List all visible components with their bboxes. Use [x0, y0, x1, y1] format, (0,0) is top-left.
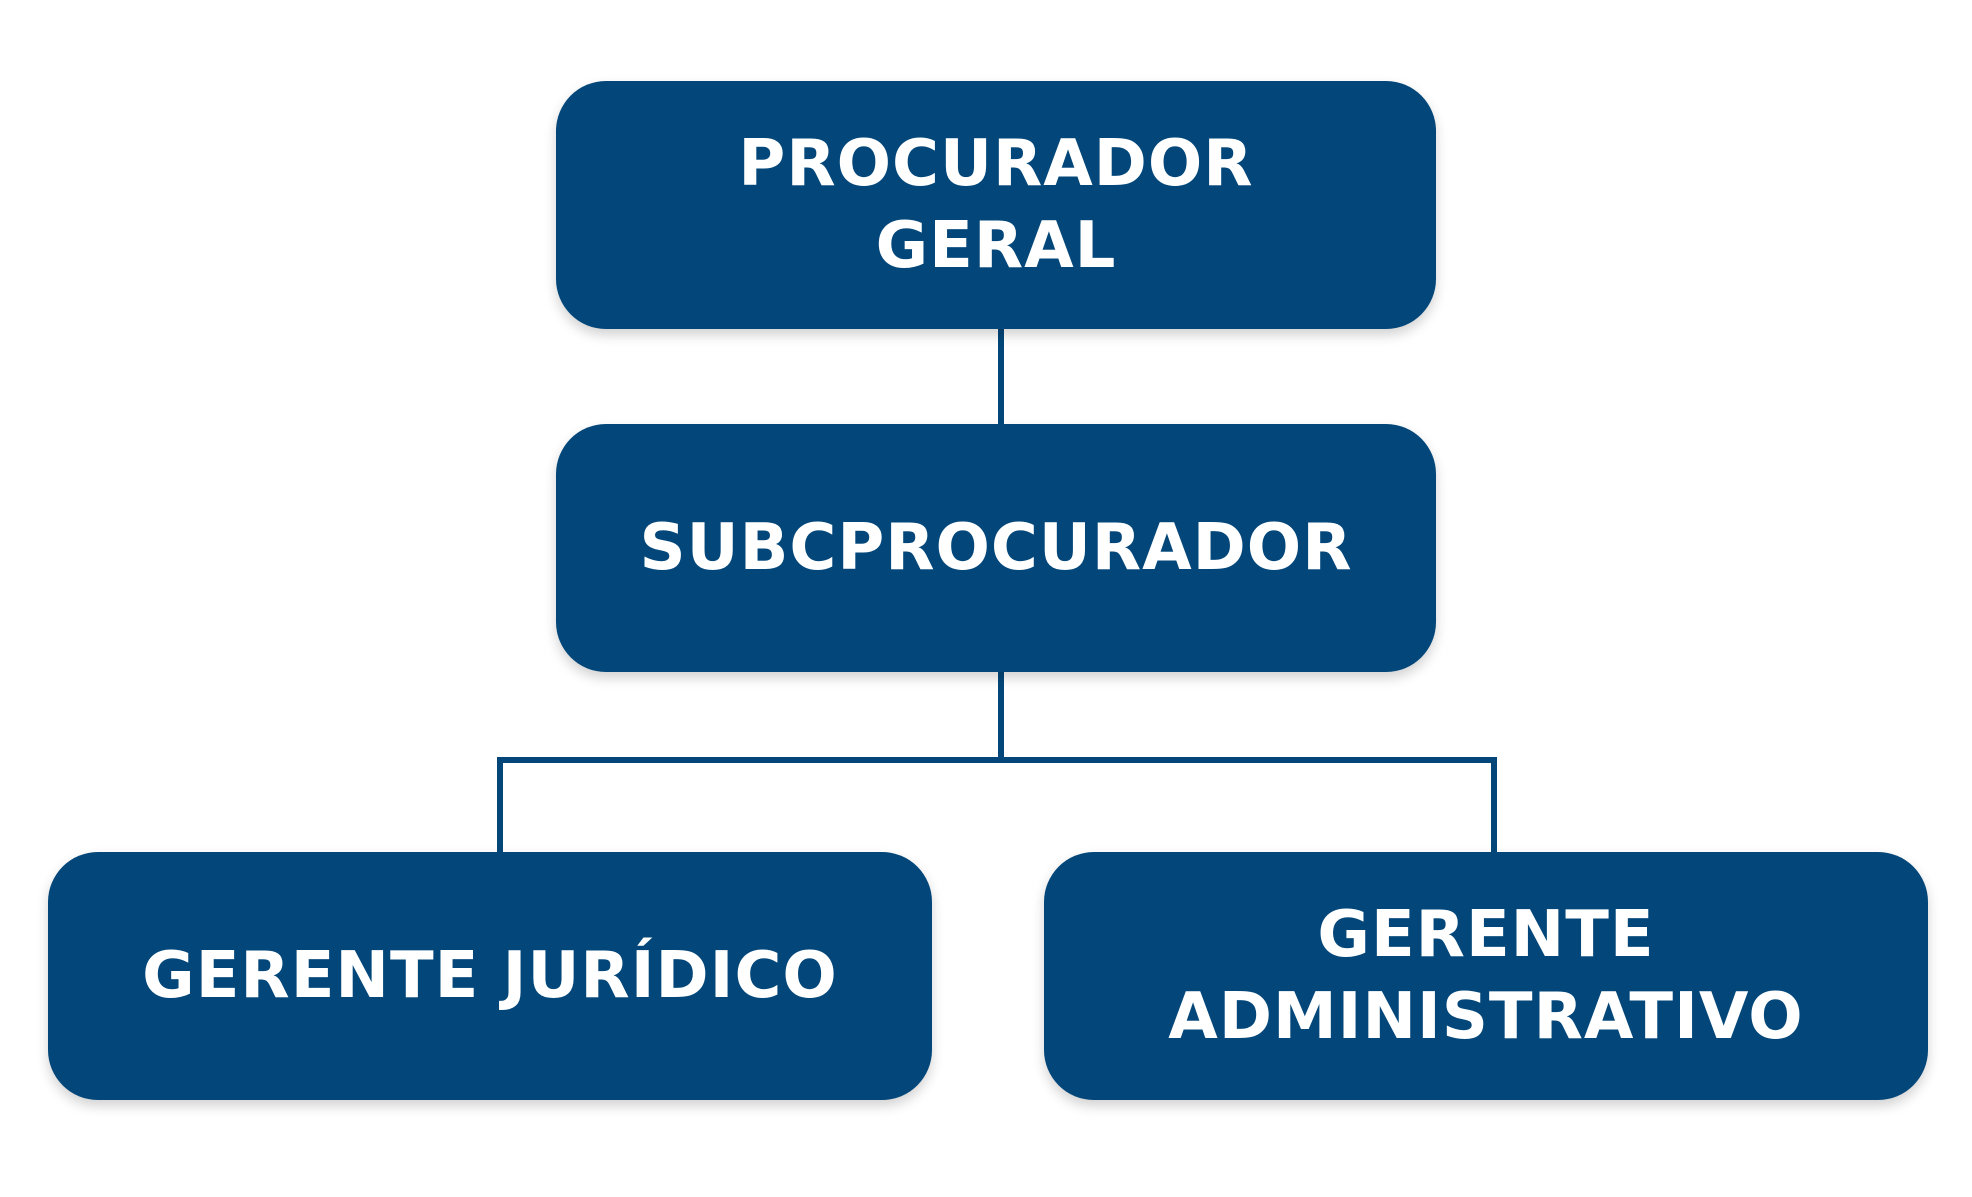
node-label-line: GERAL [875, 209, 1117, 283]
node-procurador-geral: PROCURADOR GERAL [556, 81, 1436, 329]
node-label-line: GERENTE JURÍDICO [142, 939, 838, 1013]
node-label-line: SUBCPROCURADOR [639, 511, 1353, 585]
node-subcprocurador: SUBCPROCURADOR [556, 424, 1436, 672]
node-gerente-administrativo: GERENTE ADMINISTRATIVO [1044, 852, 1928, 1100]
node-label-line: PROCURADOR [738, 127, 1254, 201]
node-gerente-juridico: GERENTE JURÍDICO [48, 852, 932, 1100]
node-label-line: GERENTE [1317, 898, 1655, 972]
node-label-line: ADMINISTRATIVO [1168, 980, 1804, 1054]
